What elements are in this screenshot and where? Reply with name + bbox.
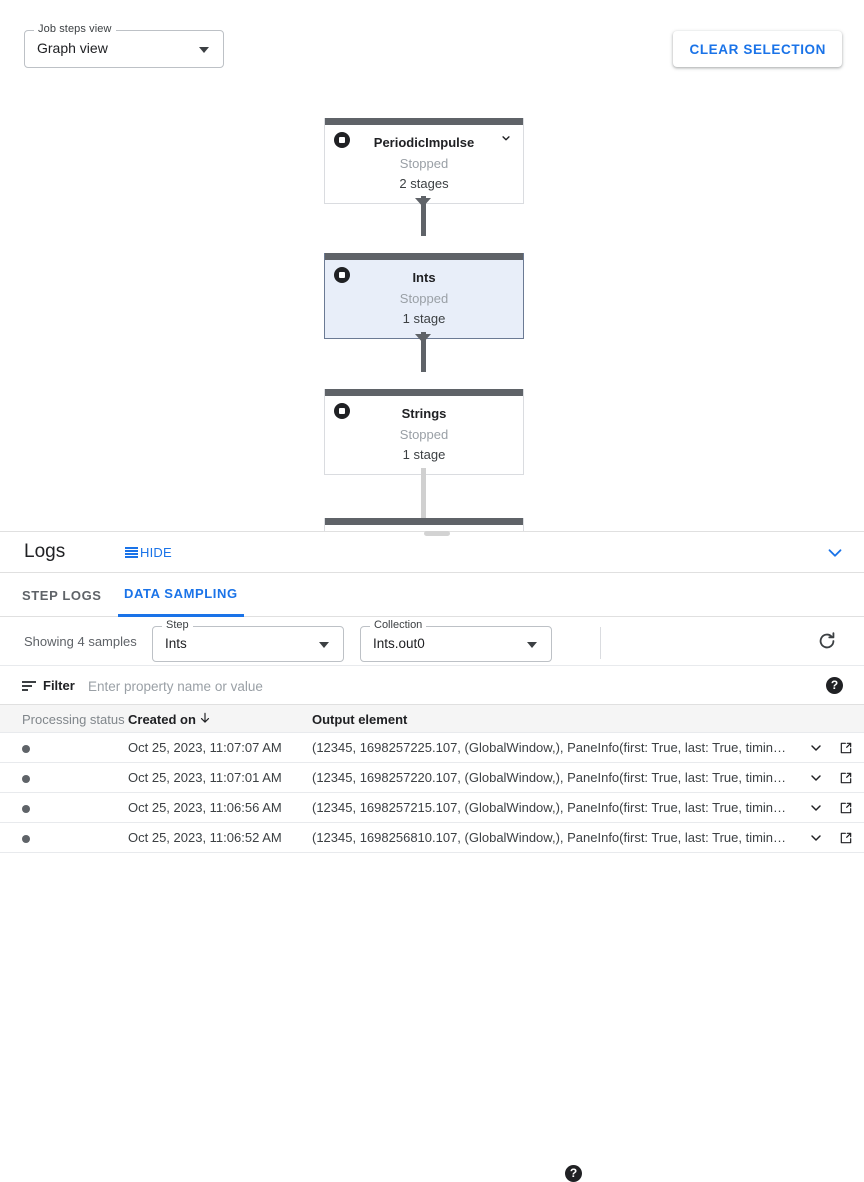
node-stages: 1 stage — [402, 447, 446, 462]
node-status: Stopped — [399, 156, 449, 171]
chevron-down-icon[interactable] — [824, 542, 846, 564]
showing-samples-label: Showing 4 samples — [24, 634, 137, 649]
step-select-value: Ints — [165, 636, 187, 651]
panel-resize-handle[interactable] — [424, 531, 450, 536]
cell-output-element: (12345, 1698257220.107, (GlobalWindow,),… — [312, 770, 792, 785]
open-in-new-icon[interactable] — [838, 740, 854, 756]
job-steps-view-value: Graph view — [37, 40, 108, 56]
stop-icon — [334, 403, 350, 419]
node-status-bar — [325, 518, 523, 525]
chevron-down-icon[interactable] — [808, 830, 824, 846]
collection-help-icon[interactable]: ? — [565, 1165, 582, 1182]
graph-edge — [421, 468, 426, 520]
logs-title: Logs — [24, 541, 66, 562]
step-select[interactable]: Step Ints — [152, 619, 344, 662]
table-row[interactable]: Oct 25, 2023, 11:07:07 AM (12345, 169825… — [0, 733, 864, 763]
collection-select-label: Collection — [370, 619, 427, 631]
column-header-output-element[interactable]: Output element — [312, 712, 408, 727]
cell-created-on: Oct 25, 2023, 11:06:52 AM — [128, 830, 282, 845]
hide-logs-button[interactable]: HIDE — [125, 545, 172, 560]
hide-logs-label: HIDE — [140, 545, 172, 560]
sort-descending-arrow-icon[interactable] — [198, 710, 212, 726]
chevron-down-icon[interactable] — [808, 800, 824, 816]
node-status-bar — [325, 118, 523, 125]
cell-created-on: Oct 25, 2023, 11:07:01 AM — [128, 770, 282, 785]
table-row[interactable]: Oct 25, 2023, 11:07:01 AM (12345, 169825… — [0, 763, 864, 793]
graph-node-strings[interactable]: Strings Stopped 1 stage — [324, 389, 524, 475]
open-in-new-icon[interactable] — [838, 800, 854, 816]
node-status: Stopped — [399, 427, 449, 442]
job-steps-view-label: Job steps view — [34, 23, 116, 35]
cell-output-element: (12345, 1698256810.107, (GlobalWindow,),… — [312, 830, 792, 845]
stop-icon — [334, 132, 350, 148]
chevron-down-icon — [527, 642, 537, 648]
node-status-bar — [325, 389, 523, 396]
cell-created-on: Oct 25, 2023, 11:06:56 AM — [128, 800, 282, 815]
graph-edge — [421, 196, 426, 236]
filter-icon — [22, 681, 36, 691]
status-dot — [22, 745, 30, 753]
table-row[interactable]: Oct 25, 2023, 11:06:52 AM (12345, 169825… — [0, 823, 864, 853]
graph-edge — [421, 332, 426, 372]
filter-bar: Filter ? — [0, 666, 864, 705]
node-status-bar — [325, 253, 523, 260]
graph-edge-arrow — [415, 334, 431, 343]
column-header-processing-status[interactable]: Processing status — [22, 712, 125, 727]
chevron-down-icon[interactable] — [808, 770, 824, 786]
logs-panel: Logs HIDE STEP LOGS DATA SAMPLING Showin… — [0, 531, 864, 1182]
stop-icon — [334, 267, 350, 283]
collection-select-value: Ints.out0 — [373, 636, 425, 651]
tab-step-logs[interactable]: STEP LOGS — [22, 587, 102, 603]
status-dot — [22, 835, 30, 843]
divider — [600, 627, 601, 659]
status-dot — [22, 805, 30, 813]
chevron-down-icon[interactable] — [808, 740, 824, 756]
filter-help-icon[interactable]: ? — [826, 677, 843, 694]
node-stages: 1 stage — [402, 311, 446, 326]
status-dot — [22, 775, 30, 783]
node-stages: 2 stages — [399, 176, 449, 191]
open-in-new-icon[interactable] — [838, 770, 854, 786]
collection-select[interactable]: Collection Ints.out0 — [360, 619, 552, 662]
sampling-controls: Showing 4 samples Step Ints Collection I… — [0, 617, 864, 666]
table-row[interactable]: Oct 25, 2023, 11:06:56 AM (12345, 169825… — [0, 793, 864, 823]
refresh-icon[interactable] — [816, 630, 838, 652]
node-title: PeriodicImpulse — [373, 135, 475, 150]
filter-label: Filter — [43, 678, 75, 693]
filter-input[interactable] — [86, 676, 686, 696]
cell-output-element: (12345, 1698257215.107, (GlobalWindow,),… — [312, 800, 792, 815]
node-status: Stopped — [399, 291, 449, 306]
logs-tabs: STEP LOGS DATA SAMPLING — [0, 573, 864, 617]
column-header-created-on[interactable]: Created on — [128, 712, 196, 727]
job-graph-canvas[interactable]: Job steps view Graph view CLEAR SELECTIO… — [0, 0, 864, 533]
cell-output-element: (12345, 1698257225.107, (GlobalWindow,),… — [312, 740, 792, 755]
job-steps-view-select[interactable]: Job steps view Graph view — [24, 23, 224, 68]
node-title: Strings — [401, 406, 447, 421]
open-in-new-icon[interactable] — [838, 830, 854, 846]
clear-selection-button[interactable]: CLEAR SELECTION — [673, 31, 842, 67]
logs-panel-header: Logs HIDE — [0, 532, 864, 573]
graph-node-partial[interactable] — [324, 518, 524, 533]
list-lines-icon — [125, 547, 138, 558]
step-select-label: Step — [162, 619, 193, 631]
graph-node-periodicimpulse[interactable]: PeriodicImpulse Stopped 2 stages — [324, 118, 524, 204]
graph-edge-arrow — [415, 198, 431, 207]
node-title: Ints — [412, 270, 436, 285]
chevron-down-icon — [319, 642, 329, 648]
cell-created-on: Oct 25, 2023, 11:07:07 AM — [128, 740, 282, 755]
chevron-down-icon — [199, 47, 209, 53]
table-header-row: Processing status Created on Output elem… — [0, 705, 864, 733]
chevron-down-icon[interactable] — [499, 131, 513, 145]
graph-node-ints[interactable]: Ints Stopped 1 stage — [324, 253, 524, 339]
tab-data-sampling[interactable]: DATA SAMPLING — [118, 573, 244, 617]
